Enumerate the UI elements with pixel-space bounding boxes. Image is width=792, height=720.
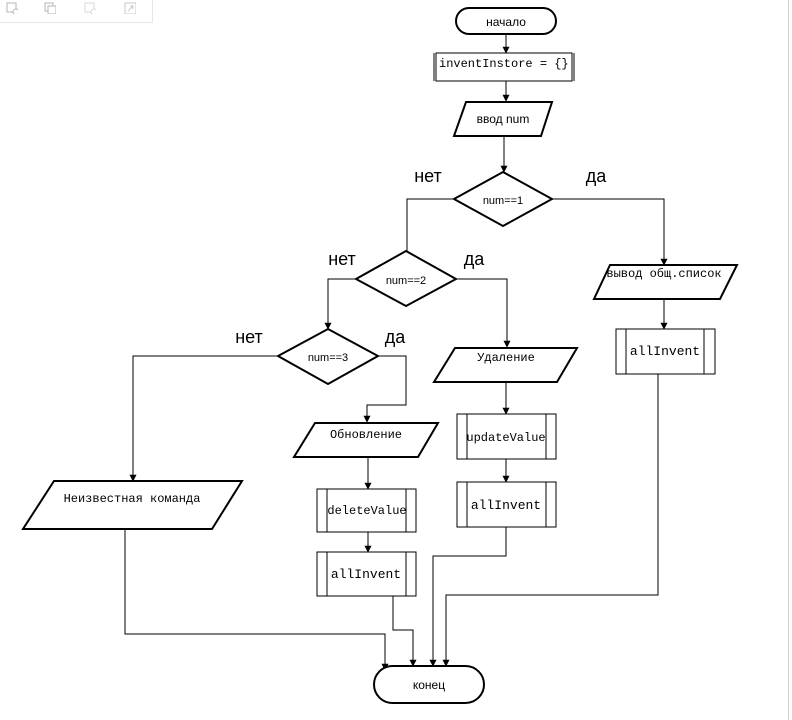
update-io-label: Обновление	[330, 428, 402, 442]
input-label: ввод num	[477, 112, 530, 126]
delete-label: Удаление	[477, 351, 535, 365]
duplicate-icon[interactable]	[44, 2, 56, 14]
allinvent-subprocess-3[interactable]: allInvent	[316, 551, 417, 597]
input-num-io[interactable]: ввод num	[452, 101, 554, 137]
init-process[interactable]: inventInstore = {}	[433, 52, 575, 82]
allinvent-subprocess-1[interactable]: allInvent	[615, 328, 716, 375]
start-label: начало	[486, 15, 526, 29]
list-output-io[interactable]: вывод общ.список	[592, 264, 739, 300]
edge-d2-yes	[456, 278, 511, 348]
edge-d1-yes	[552, 198, 668, 266]
deletevalue-label: deleteValue	[327, 504, 406, 518]
init-label: inventInstore = {}	[439, 57, 569, 71]
updatevalue-label: updateValue	[466, 431, 545, 445]
d2-yes-label: да	[464, 249, 486, 269]
add-shape-icon[interactable]	[6, 2, 18, 14]
edge-allinvent2-end	[429, 527, 507, 667]
add-shape-disabled-icon	[84, 2, 96, 14]
edge-allinvent3-end	[392, 596, 417, 667]
decision3-label: num==3	[308, 352, 348, 364]
decision2-label: num==2	[386, 275, 426, 287]
delete-io[interactable]: Удаление	[432, 347, 579, 383]
updatevalue-subprocess[interactable]: updateValue	[456, 413, 557, 460]
edge-d3-no	[129, 355, 278, 482]
allinvent-label-1: allInvent	[630, 344, 700, 359]
end-label: конец	[413, 678, 445, 692]
unknown-command-io[interactable]: Неизвестная команда	[21, 480, 244, 530]
allinvent-label-2: allInvent	[471, 498, 541, 513]
decision-num2[interactable]: num==2	[353, 249, 459, 308]
unknown-command-label: Неизвестная команда	[64, 492, 201, 506]
canvas-edge	[788, 0, 789, 720]
decision-num1[interactable]: num==1	[451, 170, 555, 228]
decision-num3[interactable]: num==3	[275, 327, 381, 386]
d1-yes-label: да	[586, 166, 608, 186]
allinvent-label-3: allInvent	[331, 567, 401, 582]
d3-no-label: нет	[235, 327, 263, 347]
end-terminal[interactable]: конец	[373, 665, 485, 704]
start-terminal[interactable]: начало	[455, 7, 557, 35]
edge-d3-yes	[363, 355, 407, 423]
edge-unknown-end	[124, 529, 389, 671]
edge-d1-no	[406, 198, 454, 251]
list-output-label: вывод общ.список	[606, 267, 721, 281]
deletevalue-subprocess[interactable]: deleteValue	[316, 488, 417, 533]
allinvent-subprocess-2[interactable]: allInvent	[456, 481, 557, 528]
d1-no-label: нет	[414, 166, 442, 186]
decision1-label: num==1	[483, 195, 523, 207]
connectors	[124, 34, 668, 671]
edge-d2-no	[324, 278, 356, 330]
update-io[interactable]: Обновление	[292, 422, 440, 458]
edge-allinvent1-end	[442, 374, 659, 667]
d3-yes-label: да	[385, 327, 407, 347]
toolbar	[0, 0, 153, 23]
d2-no-label: нет	[328, 249, 356, 269]
fit-icon[interactable]	[124, 2, 136, 14]
